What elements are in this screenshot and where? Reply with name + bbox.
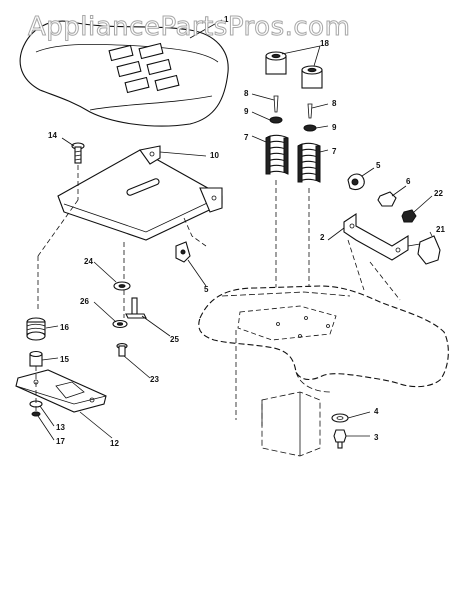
callout-6: 6 xyxy=(406,177,411,186)
washer-right[interactable] xyxy=(303,124,317,132)
callout-5-top: 5 xyxy=(376,161,381,170)
callout-25: 25 xyxy=(170,335,179,344)
callout-10: 10 xyxy=(210,151,219,160)
callout-24: 24 xyxy=(84,257,93,266)
knob-5[interactable] xyxy=(347,173,365,191)
seat[interactable] xyxy=(19,20,229,127)
callout-15: 15 xyxy=(60,355,69,364)
callout-14: 14 xyxy=(48,131,57,140)
spacer-left[interactable] xyxy=(265,51,287,75)
frame-fender[interactable] xyxy=(198,285,449,393)
callout-13: 13 xyxy=(56,423,65,432)
callout-26: 26 xyxy=(80,297,89,306)
nut-17[interactable] xyxy=(31,411,41,417)
callout-4: 4 xyxy=(374,407,379,416)
pin-right[interactable] xyxy=(307,103,313,119)
callout-16: 16 xyxy=(60,323,69,332)
callout-22: 22 xyxy=(434,189,443,198)
callout-17: 17 xyxy=(56,437,65,446)
callout-3: 3 xyxy=(374,433,379,442)
bolt-25[interactable] xyxy=(125,297,147,319)
callout-9-left: 9 xyxy=(244,107,249,116)
spacer-right[interactable] xyxy=(301,65,323,89)
callout-8-left: 8 xyxy=(244,89,249,98)
callout-12: 12 xyxy=(110,439,119,448)
callout-labels: 1 18 8 8 9 9 7 7 10 14 5 6 22 21 2 5 24 … xyxy=(48,15,445,448)
carriage-bolt[interactable] xyxy=(71,142,85,164)
bolt-23[interactable] xyxy=(116,343,128,357)
spring-16[interactable] xyxy=(26,317,46,341)
callout-1: 1 xyxy=(224,15,229,24)
knob-21[interactable] xyxy=(407,235,441,265)
seat-pan[interactable] xyxy=(57,145,223,241)
leader-lines xyxy=(37,19,433,441)
plate-12[interactable] xyxy=(15,369,107,413)
nut-6[interactable] xyxy=(377,191,397,207)
callout-23: 23 xyxy=(150,375,159,384)
callout-21: 21 xyxy=(436,225,445,234)
lower-bracket[interactable] xyxy=(261,391,321,457)
callout-7-right: 7 xyxy=(332,147,337,156)
knob-5-left[interactable] xyxy=(175,241,191,263)
bolt-3[interactable] xyxy=(333,429,347,449)
spacer-15[interactable] xyxy=(29,350,43,367)
spring-left[interactable] xyxy=(265,134,289,175)
washer-left[interactable] xyxy=(269,116,283,124)
spring-right[interactable] xyxy=(297,142,321,183)
washer-26[interactable] xyxy=(112,319,128,329)
callout-9-right: 9 xyxy=(332,123,337,132)
washer-24[interactable] xyxy=(113,281,131,291)
callout-18: 18 xyxy=(320,39,329,48)
nut-22[interactable] xyxy=(401,209,417,223)
callout-7-left: 7 xyxy=(244,133,249,142)
callout-2: 2 xyxy=(320,233,325,242)
callout-8-right: 8 xyxy=(332,99,337,108)
bracket-2[interactable] xyxy=(343,212,409,261)
pin-left[interactable] xyxy=(273,95,279,113)
callout-5-bottom: 5 xyxy=(204,285,209,294)
washer-4[interactable] xyxy=(331,413,349,423)
